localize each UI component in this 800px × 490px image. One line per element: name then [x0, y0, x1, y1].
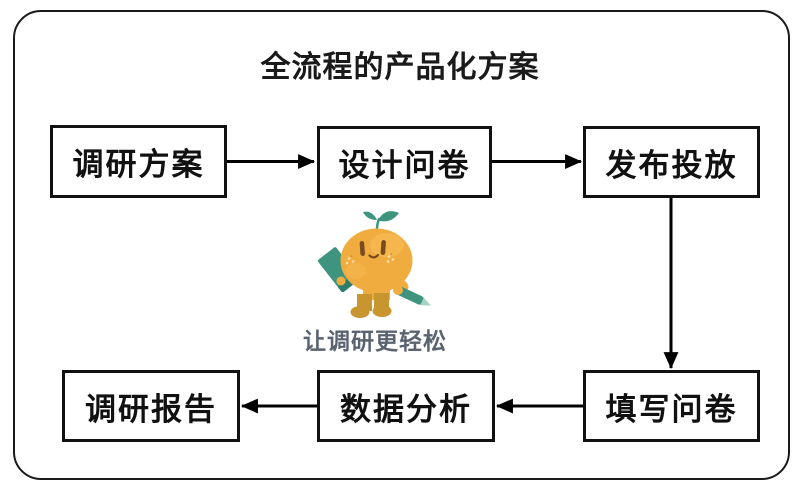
flow-step-publish: 发布投放	[583, 126, 760, 198]
mascot-tagline: 让调研更轻松	[303, 328, 447, 354]
mascot-hand-left	[336, 276, 346, 286]
mascot-freckles	[345, 253, 395, 265]
flow-step-design-survey: 设计问卷	[317, 126, 492, 198]
mascot-face	[345, 240, 395, 265]
mascot-boots	[350, 293, 392, 318]
flow-step-research-plan: 调研方案	[50, 125, 227, 198]
flow-step-report: 调研报告	[62, 370, 240, 442]
mascot-orange-icon	[318, 211, 432, 318]
page-title: 全流程的产品化方案	[260, 51, 540, 84]
mascot-body	[340, 228, 413, 300]
flow-step-data-analysis: 数据分析	[317, 370, 495, 442]
mascot-hand-right	[393, 285, 403, 295]
flow-step-fill-survey: 填写问卷	[583, 370, 760, 442]
